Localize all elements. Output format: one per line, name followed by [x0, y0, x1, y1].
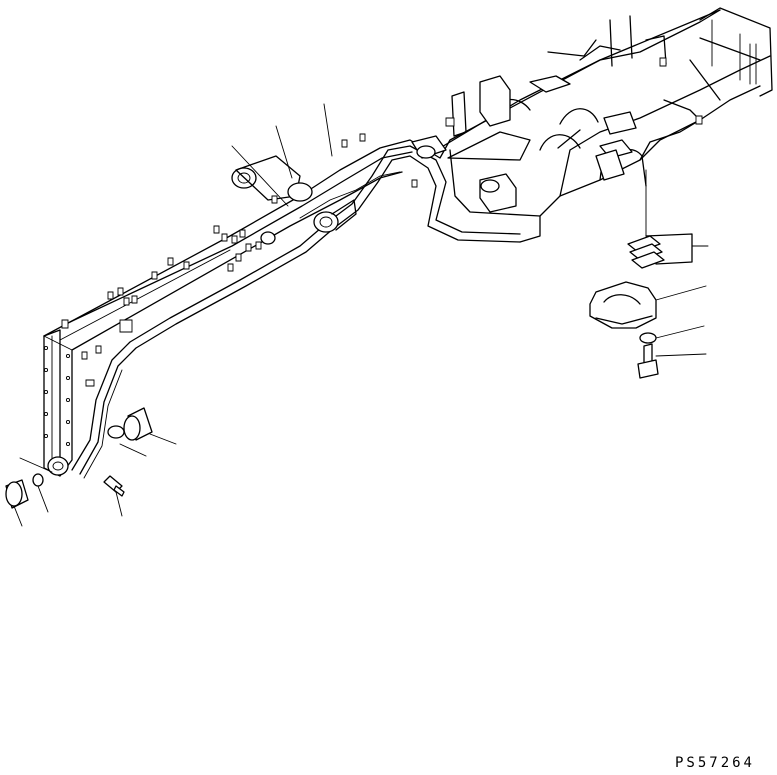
- washer: [640, 333, 656, 343]
- bushing-left: [6, 480, 28, 508]
- leader-lines: [14, 104, 708, 526]
- shim-middle: [108, 426, 124, 438]
- clamp-cap: [590, 282, 656, 328]
- shim-stack: [628, 234, 692, 268]
- drawing-code: PS57264: [674, 755, 755, 771]
- frame-rail: [44, 10, 720, 476]
- shim-left: [33, 474, 43, 486]
- end-plate-holes: [44, 346, 69, 445]
- pivot-bosses: [48, 146, 499, 475]
- grease-fitting: [104, 476, 124, 496]
- rear-frame-section: [412, 8, 772, 242]
- bushing-middle: [124, 408, 152, 440]
- hydraulic-lines: [72, 146, 520, 478]
- bolt: [638, 344, 658, 378]
- fittings: [62, 58, 702, 386]
